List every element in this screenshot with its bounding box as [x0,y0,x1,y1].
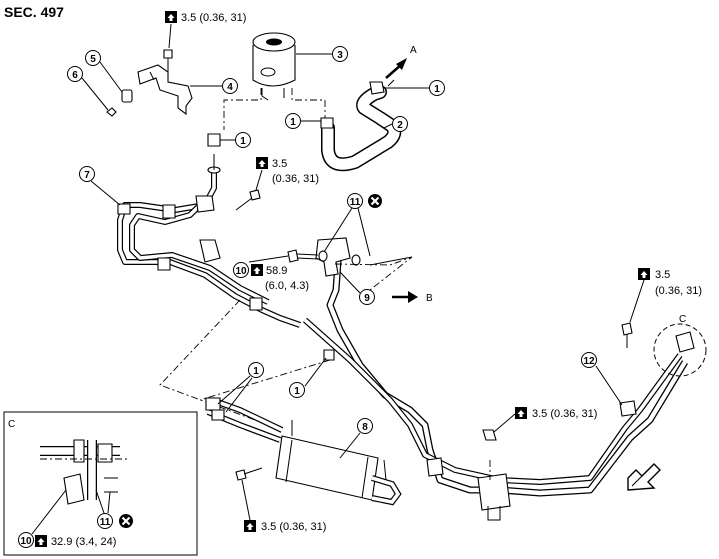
svg-text:5: 5 [90,54,96,65]
svg-text:11: 11 [100,517,111,528]
svg-text:11: 11 [350,197,361,208]
svg-text:(0.36, 31): (0.36, 31) [655,285,702,297]
arrow-a: A [385,45,417,79]
torque-wrench-icon [256,157,268,169]
callout-10: 10 [233,262,249,278]
callout-9: 9 [359,289,375,305]
torque-label-top: 3.5 (0.36, 31) [165,11,246,49]
callout-6: 6 [67,66,83,82]
torque-wrench-icon [244,520,256,532]
svg-text:3: 3 [337,50,343,61]
callout-5: 5 [85,50,101,66]
callout-3: 3 [332,46,348,62]
detail-callout-10: 10 [18,532,34,548]
svg-text:1: 1 [240,136,246,147]
bracket-assembly [106,49,193,117]
do-not-reuse-icon [366,192,384,210]
return-pipe-assembly [117,154,301,328]
svg-text:2: 2 [397,120,403,131]
mount-bolts [235,189,633,481]
torque-wrench-icon [515,407,527,419]
svg-text:10: 10 [235,266,247,277]
svg-text:1: 1 [290,117,296,128]
arrow-b: B [392,291,433,304]
union-bolt [287,249,319,263]
reservoir-tank [252,32,296,101]
section-title: SEC. 497 [4,4,64,20]
svg-text:3.5 (0.36, 31): 3.5 (0.36, 31) [261,521,326,533]
torque-wrench-icon [251,264,263,276]
svg-text:6: 6 [72,70,78,81]
high-pressure-pipe [303,237,695,521]
callout-7: 7 [79,166,95,182]
torque-label-center: 3.5 (0.36, 31) [493,407,597,433]
svg-text:3.5 (0.36, 31): 3.5 (0.36, 31) [532,408,597,420]
svg-text:3.5: 3.5 [655,269,670,281]
torque-label-right: 3.5 (0.36, 31) [629,268,702,323]
torque-label-bottom: 3.5 (0.36, 31) [241,479,326,533]
svg-text:1: 1 [434,84,440,95]
detail-c-marker-label: C [679,314,686,325]
callout-1-b: 1 [285,113,301,129]
svg-text:4: 4 [227,82,233,93]
svg-text:8: 8 [362,422,368,433]
arrow-a-label: A [410,45,417,56]
svg-text:58.9: 58.9 [266,265,287,277]
svg-text:12: 12 [583,356,595,367]
callout-1-c: 1 [235,132,251,148]
detail-callout-11: 11 [97,513,113,529]
arrow-b-label: B [426,293,433,304]
detail-view-c: C 10 11 32.9 (3.4, 24) [3,411,198,556]
detail-c-marker: C [653,314,707,377]
detail-torque: 32.9 (3.4, 24) [51,536,116,548]
svg-text:(6.0, 4.3): (6.0, 4.3) [265,280,309,292]
callout-8: 8 [357,418,373,434]
svg-text:7: 7 [84,170,90,181]
svg-text:3.5 (0.36, 31): 3.5 (0.36, 31) [181,12,246,24]
torque-wrench-icon [638,268,650,280]
callout-4: 4 [222,78,238,94]
svg-text:10: 10 [20,536,32,547]
torque-wrench-icon [165,11,177,23]
detail-view-label: C [8,419,15,430]
callouts: 3 4 5 6 1 1 2 1 7 11 10 9 1 1 8 12 [67,46,623,459]
callout-12: 12 [581,352,597,368]
torque-wrench-icon [35,535,47,547]
torque-label-bolt10: 58.9 (6.0, 4.3) [251,264,309,292]
callout-1-d: 1 [248,362,264,378]
do-not-reuse-top [366,192,384,210]
svg-text:3.5: 3.5 [272,158,287,170]
front-direction-arrow-icon [627,463,661,491]
callout-1-a: 1 [429,80,445,96]
svg-text:1: 1 [253,366,259,377]
svg-text:(0.36, 31): (0.36, 31) [272,173,319,185]
svg-text:9: 9 [364,293,370,304]
oil-cooler [205,397,402,506]
callout-11: 11 [347,193,363,209]
do-not-reuse-icon [117,512,135,530]
svg-text:1: 1 [294,386,300,397]
callout-2: 2 [392,116,408,132]
callout-1-e: 1 [289,382,305,398]
suction-hose [320,79,402,172]
torque-label-mid-left: 3.5 (0.36, 31) [255,157,319,191]
